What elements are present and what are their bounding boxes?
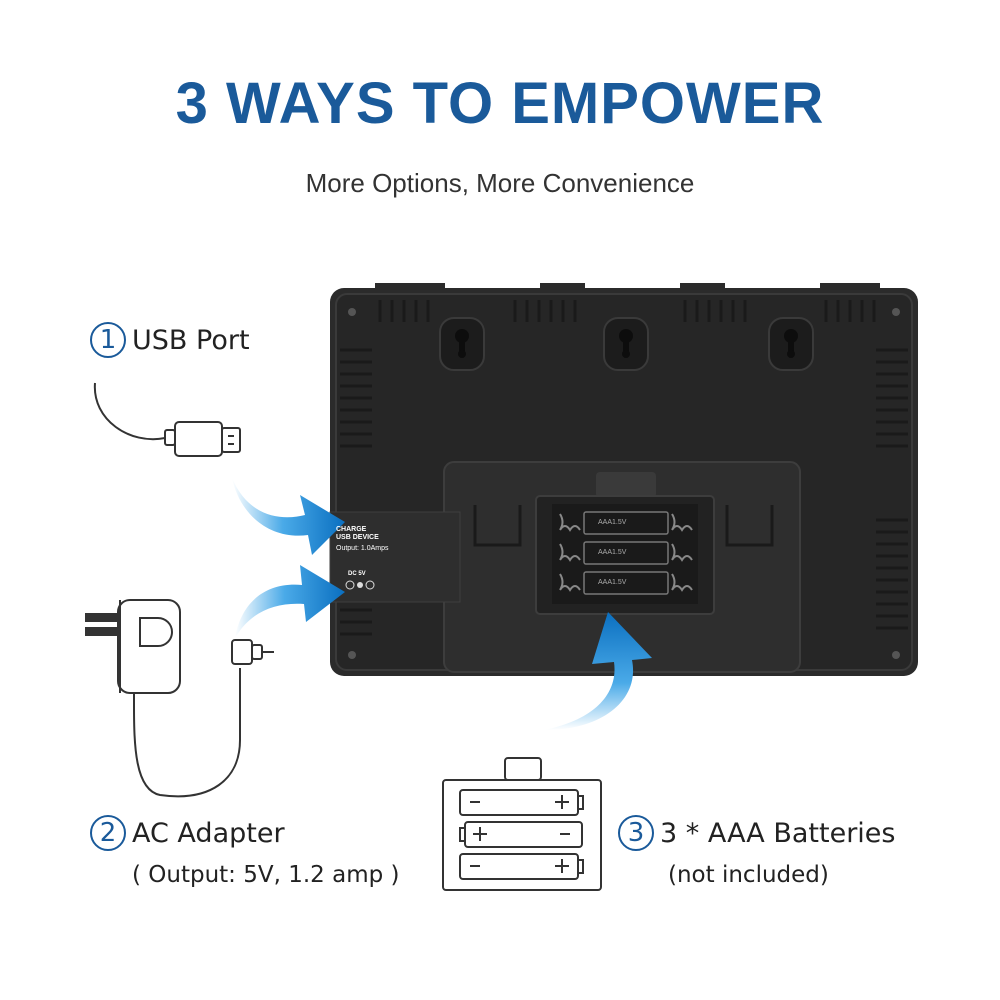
port-label: CHARGE USB DEVICE: [336, 526, 379, 542]
battery-cell-label: AAA1.5V: [598, 579, 627, 586]
port-output: Output: 1.0Amps: [336, 545, 389, 552]
option-label: AC Adapter: [132, 817, 285, 849]
page-subtitle: More Options, More Convenience: [305, 168, 695, 198]
device-back: [329, 283, 918, 676]
option-note: (not included): [668, 862, 829, 888]
number-badge: 3: [618, 815, 654, 851]
option-ac-adapter: 2 AC Adapter: [90, 815, 285, 851]
number-badge: 1: [90, 322, 126, 358]
port-label-line2: USB DEVICE: [336, 534, 379, 541]
dc-label: DC 5V: [348, 571, 366, 577]
battery-pack-icon: [442, 757, 602, 891]
battery-cell-label: AAA1.5V: [598, 549, 627, 556]
option-note: ( Output: 5V, 1.2 amp ): [132, 862, 400, 888]
number-badge: 2: [90, 815, 126, 851]
usb-cable-icon: [93, 382, 241, 457]
ac-adapter-icon: [85, 599, 274, 798]
option-batteries: 3 3 * AAA Batteries: [618, 815, 895, 851]
battery-cell-label: AAA1.5V: [598, 519, 627, 526]
arrow-icon: [232, 478, 652, 730]
port-label-line1: CHARGE: [336, 526, 367, 533]
option-label: 3 * AAA Batteries: [660, 817, 896, 849]
option-usb-port: 1 USB Port: [90, 322, 250, 358]
option-label: USB Port: [132, 324, 250, 356]
page-title: 3 WAYS TO EMPOWER: [175, 71, 825, 136]
